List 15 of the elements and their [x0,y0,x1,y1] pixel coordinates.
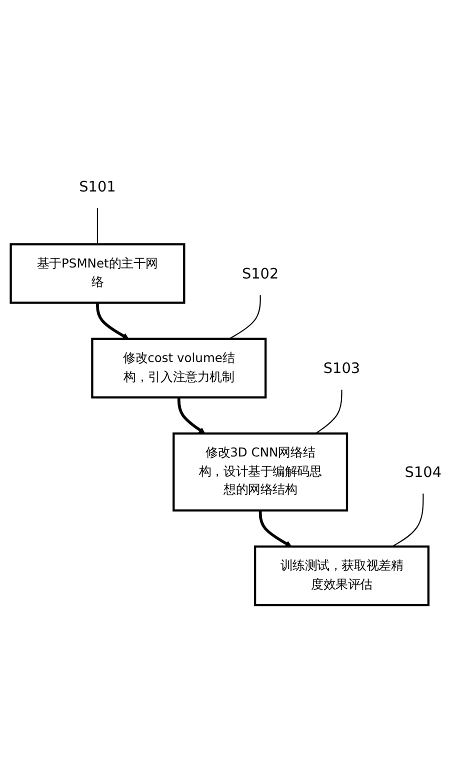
node-box [254,545,430,606]
node-text: S101 [79,177,116,195]
connector [392,493,424,547]
node-text: S103 [323,359,360,376]
arrow [96,302,129,339]
arrow [258,510,292,546]
node-text: S102 [242,264,279,282]
flowchart: S101 基于PSMNet的主干网络 S102 修改cost volume结构，引入注意力机制 S103 修改3D CNN网络结构，设计基于编解码思想的网络结构 S104 训练测试，获取视差精度效果评估 [5,158,469,610]
node-box [91,337,267,398]
connector [315,389,342,434]
node-text: S104 [404,462,442,480]
node-box [10,242,186,304]
node-box [172,432,348,512]
connector [96,208,98,244]
arrow [177,396,206,434]
